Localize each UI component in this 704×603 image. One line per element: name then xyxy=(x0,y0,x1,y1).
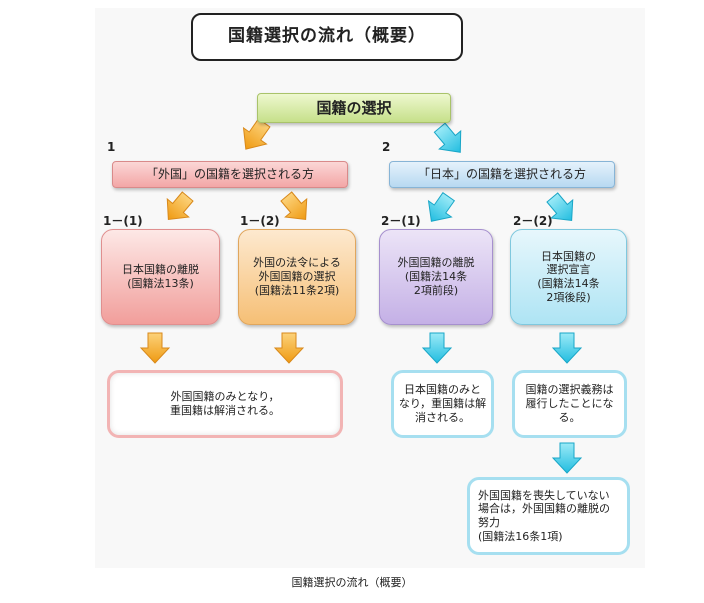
figure-caption: 国籍選択の流れ（概要） xyxy=(291,576,413,589)
node-foreign-law-choice: 外国の法令による 外国国籍の選択 (国籍法11条2項) xyxy=(238,229,356,325)
branch-2-label: 「日本」の国籍を選択される方 xyxy=(389,161,615,188)
arrow-1-1 xyxy=(166,191,194,221)
arrow-2-2 xyxy=(546,192,574,222)
node-renounce-japanese: 日本国籍の離脱 (国籍法13条) xyxy=(101,229,220,325)
branch-1-label: 「外国」の国籍を選択される方 xyxy=(112,161,348,188)
arrow-down-1-2 xyxy=(273,332,305,364)
sub-1-2-number: 1－(2) xyxy=(240,214,280,228)
arrow-down-2-1 xyxy=(421,332,453,364)
arrow-2-1 xyxy=(427,192,456,222)
node-declare-japanese: 日本国籍の 選択宣言 (国籍法14条 2項後段) xyxy=(510,229,627,325)
arrow-1-2 xyxy=(280,191,308,221)
sub-2-1-number: 2－(1) xyxy=(381,214,421,228)
branch-2-number: 2 xyxy=(382,140,391,154)
result-renounce-effort: 外国国籍を喪失していない 場合は，外国国籍の離脱の 努力 (国籍法16条1項) xyxy=(467,477,630,555)
result-obligation-fulfilled: 国籍の選択義務は 履行したことになる。 xyxy=(512,370,627,438)
sub-2-2-number: 2－(2) xyxy=(513,214,553,228)
result-foreign-only: 外国国籍のみとなり， 重国籍は解消される。 xyxy=(107,370,343,438)
arrow-down-final xyxy=(551,442,583,474)
sub-1-1-number: 1－(1) xyxy=(103,214,143,228)
branch-1-number: 1 xyxy=(107,140,116,154)
arrow-top-right xyxy=(433,122,462,153)
node-renounce-foreign: 外国国籍の離脱 (国籍法14条 2項前段) xyxy=(379,229,493,325)
arrow-top-left xyxy=(242,118,271,150)
arrow-down-1-1 xyxy=(139,332,171,364)
result-japanese-only: 日本国籍のみと なり，重国籍は解 消される。 xyxy=(391,370,494,438)
arrow-down-2-2 xyxy=(551,332,583,364)
node-nationality-choice: 国籍の選択 xyxy=(257,93,451,123)
diagram-title: 国籍選択の流れ（概要） xyxy=(191,13,463,61)
